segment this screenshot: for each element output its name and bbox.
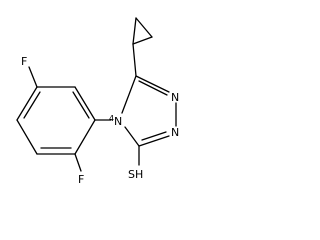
bond-cp-triazole [132, 43, 137, 77]
bond-cp-1 [132, 36, 153, 45]
bond-ph-3 [16, 86, 38, 121]
bond-cp-3 [132, 17, 137, 45]
fluorine-label-bottom: F [78, 173, 84, 186]
bond-c-f-top [28, 66, 38, 88]
bond-ph-3-inner [23, 91, 41, 119]
bond-ph-4 [16, 119, 38, 155]
bond-ph-1-inner [72, 91, 90, 119]
nitrogen-label-upper: N [171, 91, 179, 104]
fluorine-label-top: F [21, 55, 27, 68]
nitrogen-label-ring: N [114, 115, 122, 128]
nitrogen-number-label: 4 [109, 114, 114, 123]
bond-c5-n1-double [138, 80, 168, 96]
nitrogen-label-lower: N [171, 126, 179, 139]
bond-c3-n4 [124, 126, 140, 147]
bond-n2-c3 [138, 135, 170, 147]
bond-ph-6 [74, 119, 96, 155]
bond-c-f-bottom [74, 153, 82, 172]
bond-n2-c3-double [141, 131, 167, 141]
molecule-structure: F F N 4 N N SH [16, 17, 179, 186]
bond-c5-n1 [135, 75, 170, 93]
thiol-label: SH [128, 168, 143, 181]
bond-ph-1 [74, 86, 96, 121]
bond-n4-c5 [121, 75, 137, 114]
bond-cp-2 [135, 17, 153, 38]
